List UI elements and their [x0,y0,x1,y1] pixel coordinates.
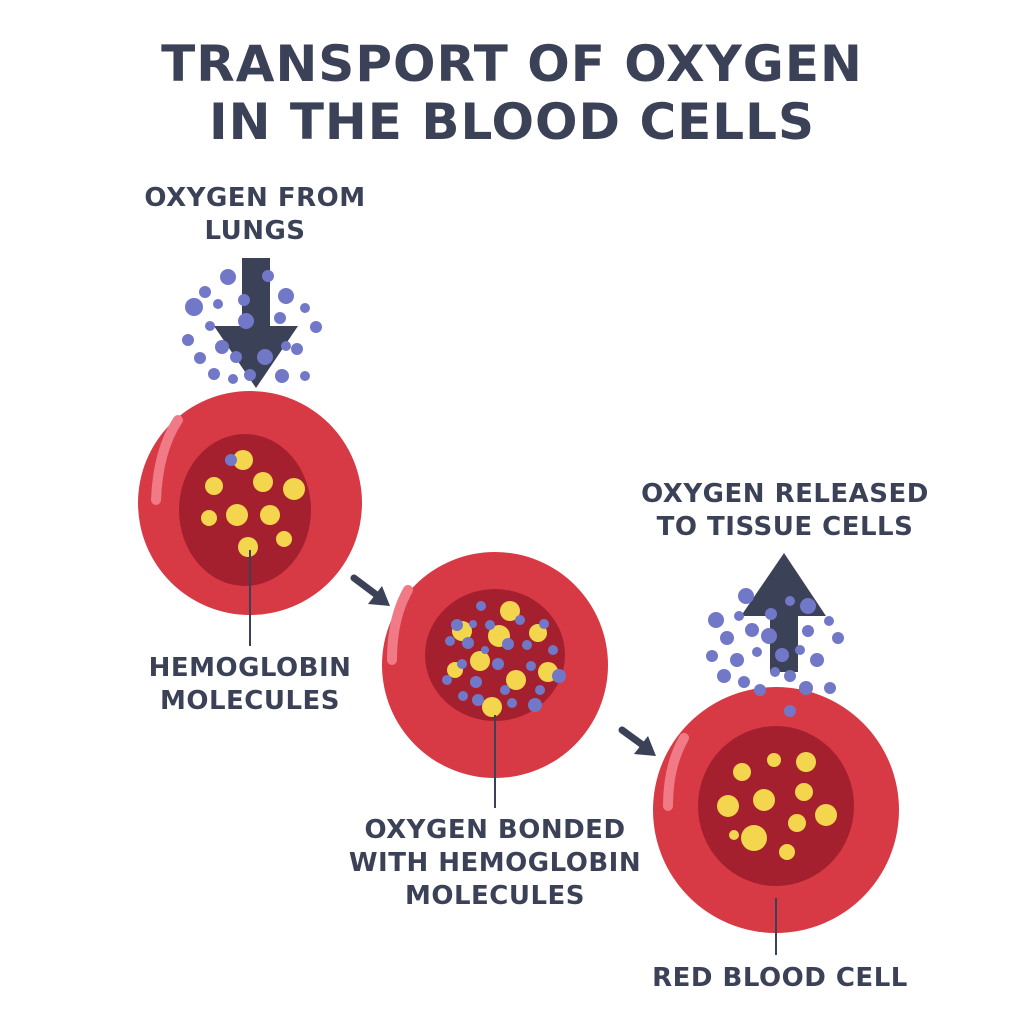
red-blood-cell-3 [653,687,899,933]
title-line-1: TRANSPORT OF OXYGEN [161,35,863,93]
arrow-diagonal-icon [618,726,656,756]
title-line-2: IN THE BLOOD CELLS [208,93,816,151]
label-oxygen-bonded: OXYGEN BONDED WITH HEMOGLOBIN MOLECULES [348,815,642,911]
label-red-blood-cell: RED BLOOD CELL [652,963,908,993]
label-oxygen-released: OXYGEN RELEASED TO TISSUE CELLS [641,479,929,542]
arrow-diagonal-icon [350,574,390,606]
bound-oxygen-particles [442,601,566,712]
red-blood-cell-2 [382,552,608,778]
oxygen-particles-outgoing [706,588,844,717]
hemoglobin-molecules-3 [717,752,837,860]
label-oxygen-from-lungs: OXYGEN FROM LUNGS [144,183,366,246]
oxygen-particles-incoming [182,269,322,405]
red-blood-cell-1 [138,391,362,615]
hemoglobin-molecules-1 [201,450,305,557]
label-hemoglobin-molecules: HEMOGLOBIN MOLECULES [148,653,352,716]
hemoglobin-molecules-2 [447,601,558,717]
